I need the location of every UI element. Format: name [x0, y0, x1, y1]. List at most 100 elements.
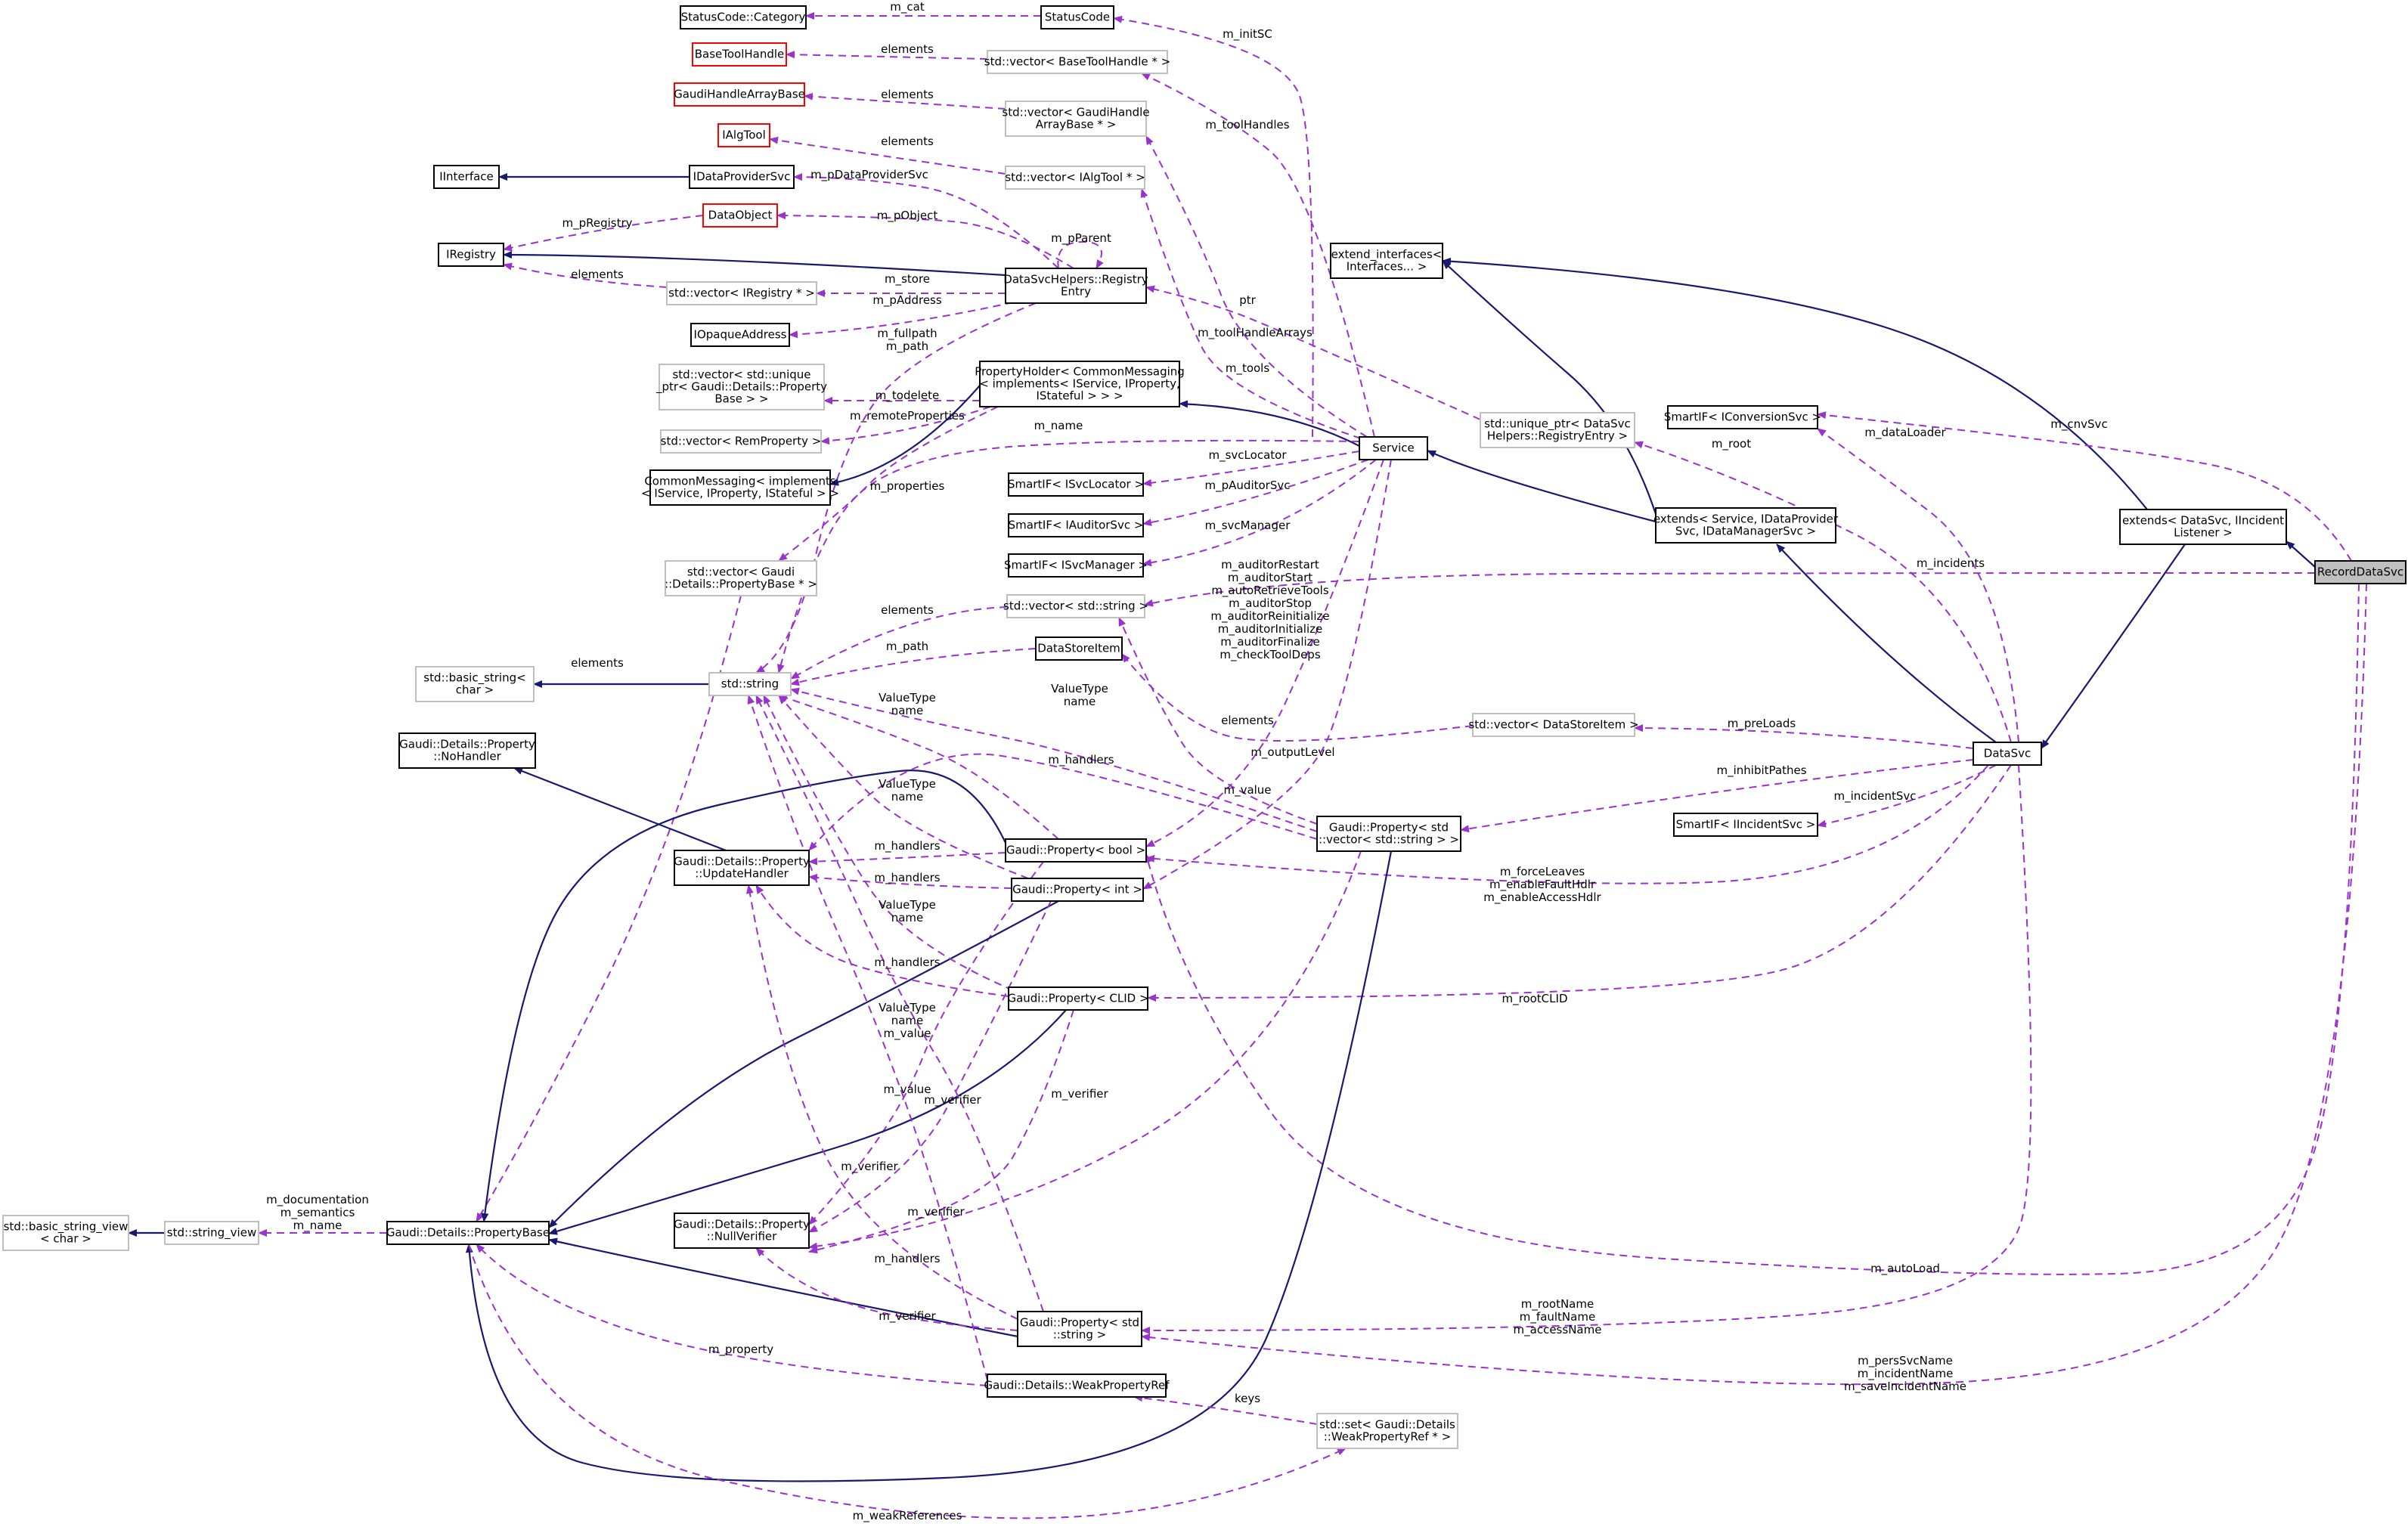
class-node-basic_string[interactable]: std::basic_string<char > [415, 666, 535, 702]
class-node-extend_interfaces[interactable]: extend_interfaces<Interfaces... > [1330, 243, 1443, 279]
class-node-vec_remproperty[interactable]: std::vector< RemProperty > [660, 429, 822, 454]
class-node-box-basetoolhandle[interactable] [692, 42, 787, 67]
class-node-set_weakpropertyref[interactable]: std::set< Gaudi::Details::WeakPropertyRe… [1316, 1413, 1458, 1449]
class-node-vec_iregistry[interactable]: std::vector< IRegistry * > [666, 281, 817, 305]
class-node-gaudihandlearraybase[interactable]: GaudiHandleArrayBase [674, 82, 805, 107]
class-node-box-basic_string[interactable] [415, 666, 535, 702]
class-node-box-iopaqueaddress[interactable] [690, 323, 790, 347]
class-node-property_clid[interactable]: Gaudi::Property< CLID > [1007, 986, 1149, 1011]
class-node-box-property_bool[interactable] [1005, 838, 1147, 863]
class-node-box-registryentry[interactable] [1005, 268, 1147, 304]
class-node-weakpropertyref[interactable]: Gaudi::Details::WeakPropertyRef [984, 1374, 1170, 1398]
class-node-box-idataprovidersvc[interactable] [689, 165, 795, 189]
class-node-std_string[interactable]: std::string [708, 672, 792, 696]
class-node-box-smartif_isvcmanager[interactable] [1008, 553, 1144, 578]
class-node-box-datastoreitem[interactable] [1035, 636, 1123, 661]
class-node-nohandler[interactable]: Gaudi::Details::Property::NoHandler [398, 732, 536, 769]
class-node-iopaqueaddress[interactable]: IOpaqueAddress [690, 323, 790, 347]
class-node-vec_string[interactable]: std::vector< std::string > [1003, 594, 1148, 618]
class-node-dataobject[interactable]: DataObject [702, 203, 778, 228]
class-node-smartif_isvcmanager[interactable]: SmartIF< ISvcManager > [1004, 553, 1148, 578]
class-node-property_int[interactable]: Gaudi::Property< int > [1011, 878, 1144, 902]
class-node-box-string_view[interactable] [164, 1221, 259, 1245]
class-node-statuscode[interactable]: StatusCode [1040, 5, 1114, 29]
class-node-box-basic_string_view[interactable] [2, 1215, 129, 1251]
class-node-box-nullverifier[interactable] [674, 1213, 810, 1249]
class-node-propertybase[interactable]: Gaudi::Details::PropertyBase [386, 1221, 550, 1245]
class-node-vec_basetoolhandle[interactable]: std::vector< BaseToolHandle * > [984, 50, 1170, 74]
class-node-box-propertyholder[interactable] [979, 361, 1180, 407]
class-node-box-smartif_iconversionsvc[interactable] [1667, 405, 1818, 429]
class-node-property_vec_string[interactable]: Gaudi::Property< std::vector< std::strin… [1316, 816, 1461, 852]
class-node-basetoolhandle[interactable]: BaseToolHandle [692, 42, 787, 67]
class-node-box-property_vec_string[interactable] [1316, 816, 1461, 852]
class-node-box-ialgtool[interactable] [717, 123, 770, 147]
class-node-box-vec_datastoreitem[interactable] [1472, 713, 1635, 737]
class-node-idataprovidersvc[interactable]: IDataProviderSvc [689, 165, 795, 189]
class-node-box-smartif_iincidentsvc[interactable] [1673, 813, 1818, 837]
class-node-box-extend_interfaces[interactable] [1330, 243, 1443, 279]
class-node-box-recorddatasvc[interactable] [2314, 560, 2406, 584]
class-node-datastoreitem[interactable]: DataStoreItem [1035, 636, 1123, 661]
class-node-propertyholder[interactable]: PropertyHolder< CommonMessaging< impleme… [975, 361, 1185, 407]
class-node-box-vec_gaudihandle[interactable] [1005, 101, 1147, 137]
class-node-box-property_clid[interactable] [1008, 986, 1148, 1011]
class-node-box-vec_basetoolhandle[interactable] [987, 50, 1168, 74]
class-node-property_string[interactable]: Gaudi::Property< std::string > [1017, 1311, 1142, 1347]
class-node-box-vec_remproperty[interactable] [660, 429, 822, 454]
class-node-box-vec_string[interactable] [1006, 594, 1145, 618]
class-node-smartif_isvclocator[interactable]: SmartIF< ISvcLocator > [1008, 472, 1144, 497]
class-node-box-weakpropertyref[interactable] [987, 1374, 1167, 1398]
class-node-box-vec_propertybase[interactable] [665, 560, 817, 596]
class-node-iregistry[interactable]: IRegistry [438, 243, 504, 267]
class-node-box-property_string[interactable] [1017, 1311, 1142, 1347]
class-node-vec_datastoreitem[interactable]: std::vector< DataStoreItem > [1468, 713, 1639, 737]
class-node-smartif_iconversionsvc[interactable]: SmartIF< IConversionSvc > [1664, 405, 1821, 429]
class-node-box-commonmessaging[interactable] [649, 469, 831, 506]
class-node-recorddatasvc[interactable]: RecordDataSvc [2314, 560, 2406, 584]
class-node-box-smartif_isvclocator[interactable] [1008, 472, 1144, 497]
class-node-box-vec_ialgtool[interactable] [1005, 166, 1145, 190]
class-node-smartif_iincidentsvc[interactable]: SmartIF< IIncidentSvc > [1673, 813, 1818, 837]
class-node-box-iregistry[interactable] [438, 243, 504, 267]
class-node-string_view[interactable]: std::string_view [164, 1221, 259, 1245]
class-node-box-iinterface[interactable] [433, 165, 500, 189]
class-node-box-gaudihandlearraybase[interactable] [674, 82, 805, 107]
class-node-box-extends_datasvc[interactable] [2119, 509, 2287, 545]
class-node-updatehandler[interactable]: Gaudi::Details::Property::UpdateHandler [674, 850, 810, 886]
class-node-box-extends_service[interactable] [1655, 507, 1836, 544]
class-node-property_bool[interactable]: Gaudi::Property< bool > [1005, 838, 1147, 863]
class-node-box-unique_ptr_registryentry[interactable] [1480, 412, 1635, 448]
class-node-box-set_weakpropertyref[interactable] [1316, 1413, 1458, 1449]
class-node-box-propertybase[interactable] [386, 1221, 550, 1245]
class-node-vec_unique_ptr[interactable]: std::vector< std::unique_ptr< Gaudi::Det… [655, 364, 827, 410]
class-node-ialgtool[interactable]: IAlgTool [717, 123, 770, 147]
class-node-statuscode_category[interactable]: StatusCode::Category [680, 5, 807, 29]
class-node-iinterface[interactable]: IInterface [433, 165, 500, 189]
class-node-box-service[interactable] [1359, 436, 1428, 460]
class-node-box-updatehandler[interactable] [674, 850, 810, 886]
class-node-vec_ialgtool[interactable]: std::vector< IAlgTool * > [1005, 166, 1145, 190]
class-node-commonmessaging[interactable]: CommonMessaging< implements< IService, I… [641, 469, 839, 506]
class-node-box-nohandler[interactable] [398, 732, 536, 769]
class-node-service[interactable]: Service [1359, 436, 1428, 460]
class-node-box-std_string[interactable] [708, 672, 792, 696]
class-node-box-vec_iregistry[interactable] [666, 281, 817, 305]
class-node-box-vec_unique_ptr[interactable] [659, 364, 825, 410]
class-node-nullverifier[interactable]: Gaudi::Details::Property::NullVerifier [674, 1213, 810, 1249]
class-node-box-smartif_iauditorsvc[interactable] [1008, 513, 1144, 537]
class-node-box-datasvc[interactable] [1973, 742, 2042, 766]
class-node-box-statuscode_category[interactable] [680, 5, 807, 29]
class-node-smartif_iauditorsvc[interactable]: SmartIF< IAuditorSvc > [1008, 513, 1144, 537]
class-node-datasvc[interactable]: DataSvc [1973, 742, 2042, 766]
class-node-box-dataobject[interactable] [702, 203, 778, 228]
class-node-vec_propertybase[interactable]: std::vector< Gaudi::Details::PropertyBas… [665, 560, 817, 596]
class-node-box-statuscode[interactable] [1040, 5, 1114, 29]
class-node-basic_string_view[interactable]: std::basic_string_view< char > [2, 1215, 129, 1251]
class-node-box-property_int[interactable] [1011, 878, 1144, 902]
